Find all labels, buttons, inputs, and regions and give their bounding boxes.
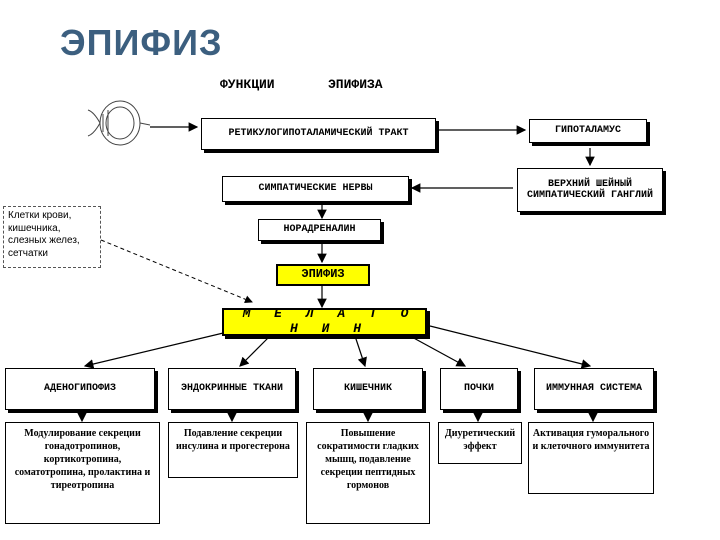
target-box: ИММУННАЯ СИСТЕМА — [534, 368, 654, 410]
target-box: АДЕНОГИПОФИЗ — [5, 368, 155, 410]
node-melatonin: М Е Л А Т О Н И Н — [222, 306, 427, 336]
node-noradrenaline: НОРАДРЕНАЛИН — [258, 219, 381, 241]
effect-box: Повышение сократимости гладких мышц, под… — [306, 422, 430, 524]
arrow-note-to-melatonin — [100, 239, 253, 304]
effect-box: Подавление секреции инсулина и прогестер… — [168, 422, 298, 478]
arrow-melatonin-to-target-3 — [354, 335, 367, 368]
node-tract: РЕТИКУЛОГИПОТАЛАМИЧЕСКИЙ ТРАКТ — [201, 118, 436, 150]
node-ganglion: ВЕРХНИЙ ШЕЙНЫЙ СИМПАТИЧЕСКИЙ ГАНГЛИЙ — [517, 168, 663, 212]
slide-title: ЭПИФИЗ — [60, 22, 223, 63]
target-box: ЭНДОКРИННЫЕ ТКАНИ — [168, 368, 296, 410]
arrow-melatonin-to-target-1 — [83, 328, 241, 369]
arrow-melatonin-to-target-2 — [239, 335, 271, 367]
diagram-heading-right: ЭПИФИЗА — [328, 77, 383, 92]
effect-box: Диуретический эффект — [438, 422, 522, 464]
node-sympathetic-nerves: СИМПАТИЧЕСКИЕ НЕРВЫ — [222, 176, 409, 202]
arrow-melatonin-to-target-4 — [409, 335, 467, 367]
effect-box: Активация гуморального и клеточного имму… — [528, 422, 654, 494]
diagram-heading-left: ФУНКЦИИ — [220, 77, 275, 92]
node-hypothalamus: ГИПОТАЛАМУС — [529, 119, 647, 143]
node-epiphysis: ЭПИФИЗ — [276, 264, 370, 286]
target-box: КИШЕЧНИК — [313, 368, 423, 410]
arrow-melatonin-to-target-5 — [429, 325, 592, 369]
effect-box: Модулирование секреции гонадотропинов, к… — [5, 422, 160, 524]
eye-icon — [87, 100, 151, 146]
side-note: Клетки крови, кишечника, слезных желез, … — [3, 206, 101, 268]
target-box: ПОЧКИ — [440, 368, 518, 410]
